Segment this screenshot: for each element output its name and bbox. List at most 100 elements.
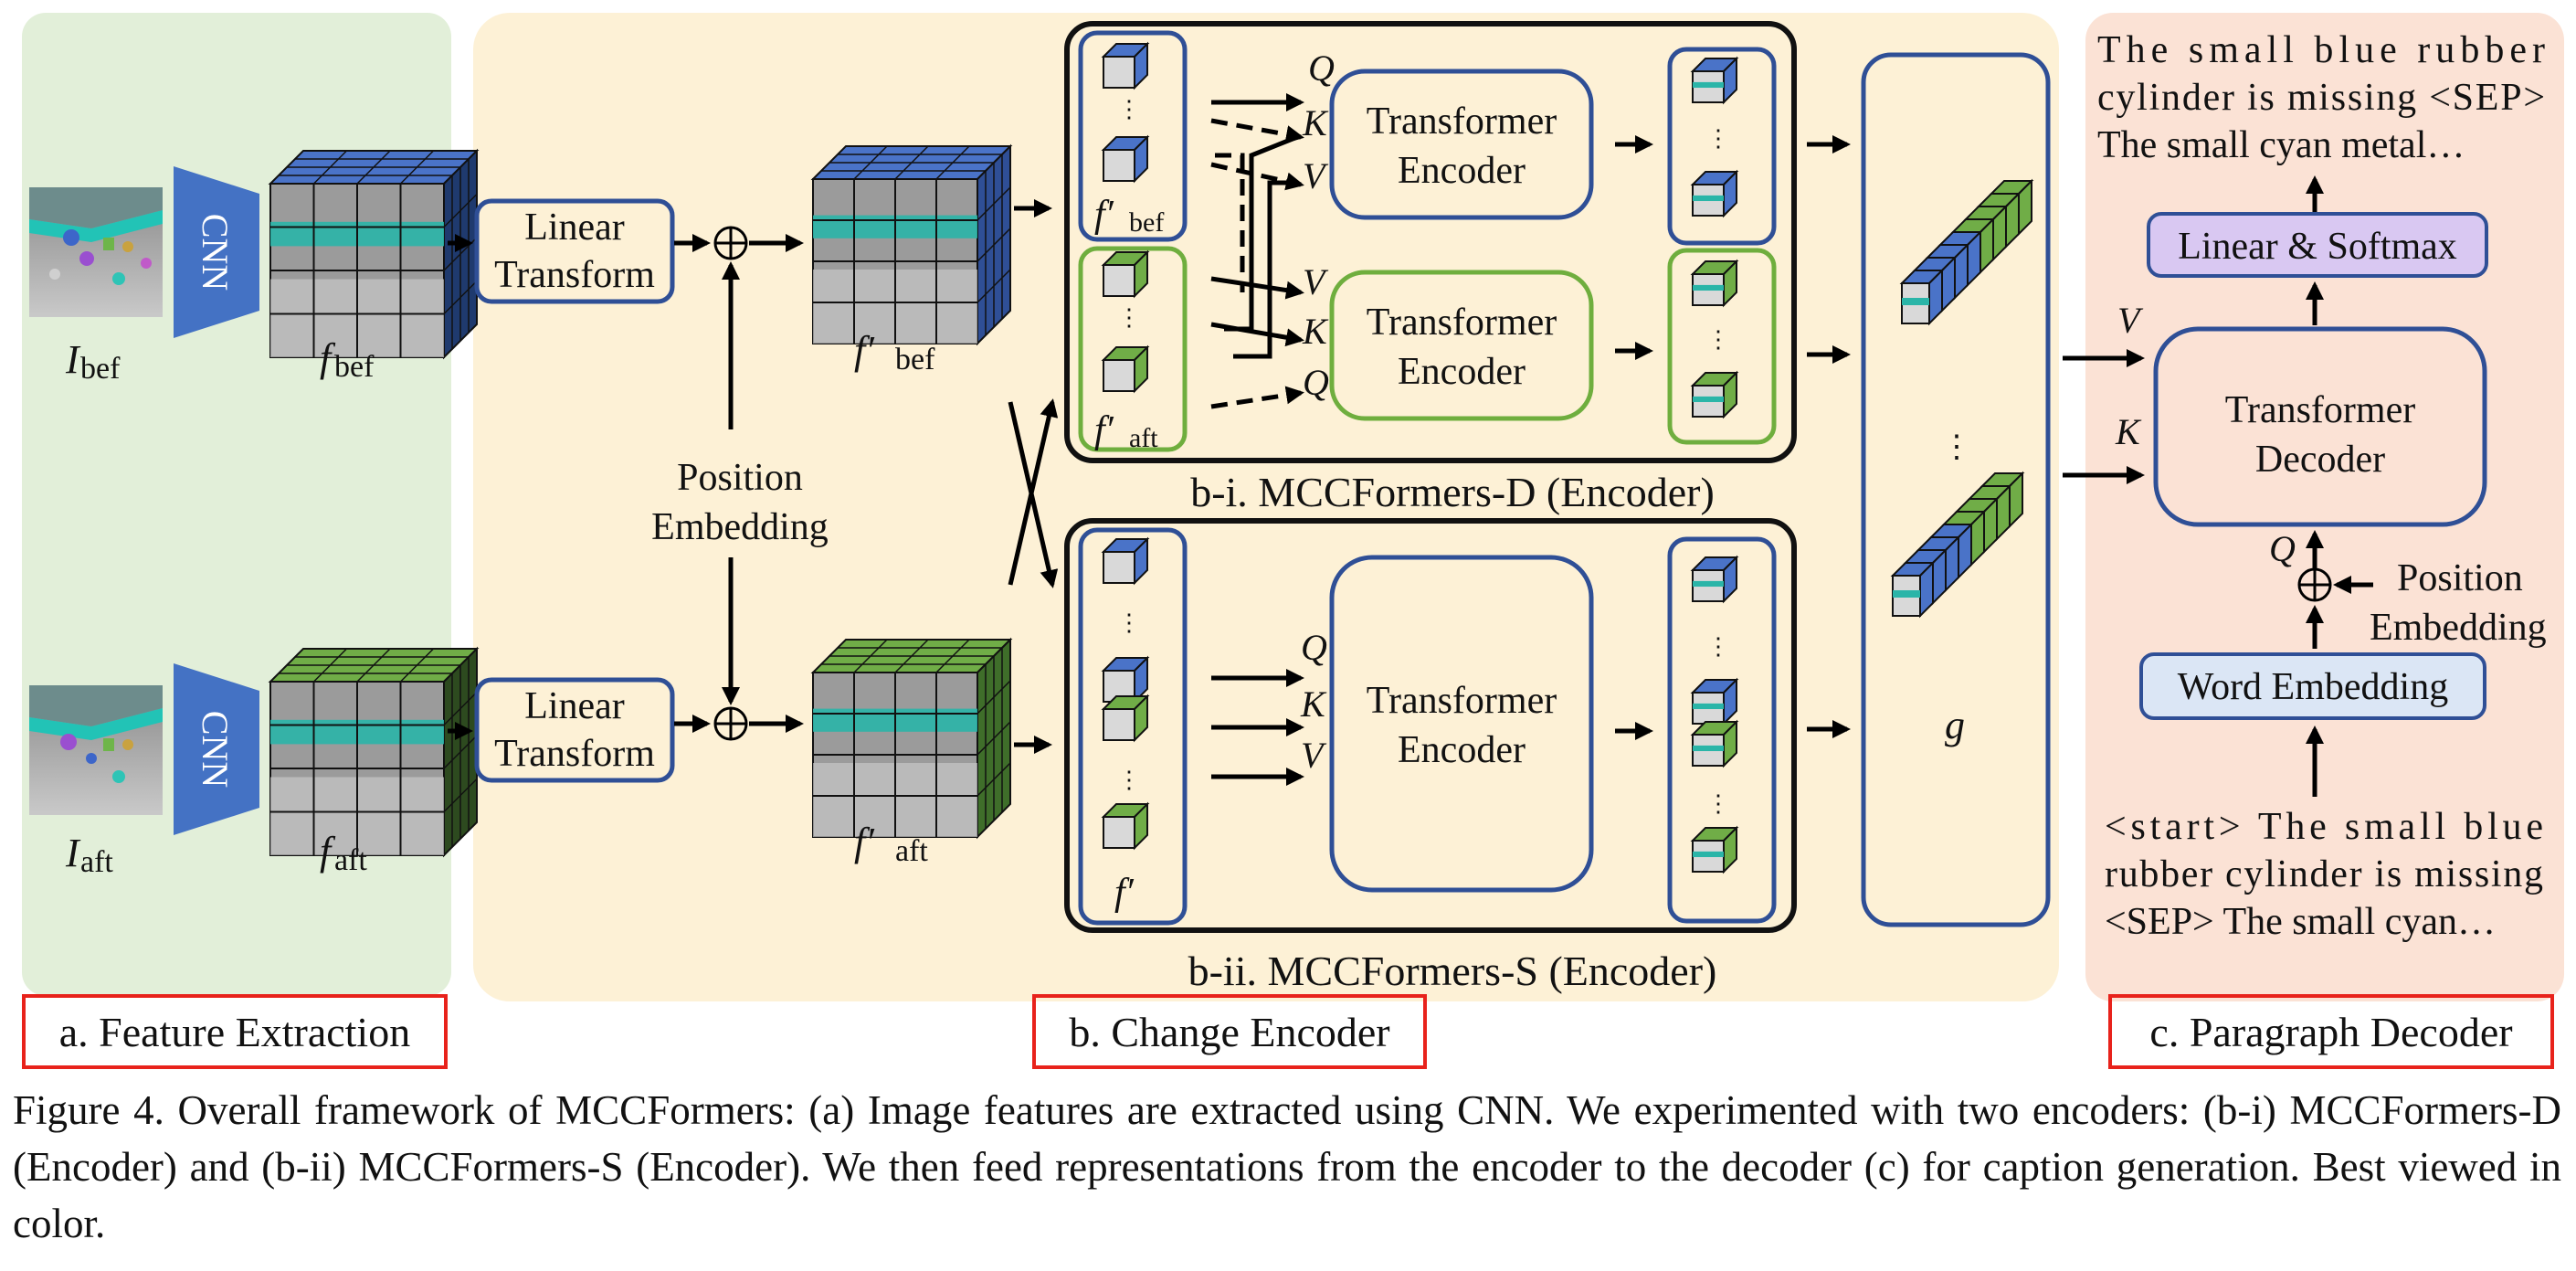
encoder-s-output xyxy=(1667,536,1777,924)
cnn-after-label: CNN xyxy=(195,711,236,788)
fprime-after-cube xyxy=(810,637,1013,840)
encoder-s-token-2 xyxy=(1101,655,1150,704)
d-wire-1 xyxy=(1224,134,1298,332)
encoder-d-out-token-before-2 xyxy=(1690,169,1739,218)
panel-c-label-text: c. Paragraph Decoder xyxy=(2149,1009,2512,1055)
decoder-v-label: V xyxy=(2117,300,2144,341)
encoder-d-top-line1: Transformer xyxy=(1367,101,1557,143)
decoder-add-icon xyxy=(2297,567,2332,602)
d-arrow-q-bottom xyxy=(1210,386,1304,409)
d-label-v-top: V xyxy=(1303,155,1329,196)
linear-transform-after-line2: Transform xyxy=(494,733,655,775)
d-wire-3 xyxy=(1215,153,1245,292)
encoder-d-token-before-1 xyxy=(1101,41,1150,90)
encoder-d-output-before xyxy=(1667,47,1777,246)
encoder-d-out-token-after-1 xyxy=(1690,259,1739,308)
after-feature-cube xyxy=(268,646,480,858)
encoder-d-out-token-before-1 xyxy=(1690,56,1739,105)
d-label-v-bottom: V xyxy=(1303,261,1329,302)
linear-transform-before: Linear Transform xyxy=(474,198,675,304)
position-embedding-encoder: Position Embedding xyxy=(651,457,829,548)
decoder-posemb-line2: Embedding xyxy=(2370,607,2547,649)
linear-transform-before-line1: Linear xyxy=(524,207,625,249)
after-image-subscript: aft xyxy=(80,845,113,879)
d-arrow-v-bottom xyxy=(1210,276,1304,300)
panel-a-label: a. Feature Extraction xyxy=(22,994,448,1069)
d-wire-2 xyxy=(1233,180,1297,359)
cnn-before-label: CNN xyxy=(195,214,236,291)
fprime-before-cube xyxy=(810,143,1013,346)
encoder-s-line2: Encoder xyxy=(1398,729,1526,771)
d-label-k-bottom: K xyxy=(1302,311,1329,352)
encoder-s-fprime: f′ xyxy=(1114,872,1135,914)
linear-transform-before-line2: Transform xyxy=(494,254,655,296)
encoder-d-transformer-top: Transformer Encoder xyxy=(1329,69,1594,220)
framework-diagram: a. Feature Extraction b. Change Encoder … xyxy=(22,13,2564,1069)
linear-transform-after-line1: Linear xyxy=(524,685,625,727)
encoder-s-out-token-1 xyxy=(1690,555,1739,604)
ellipsis-d-after: ⋮ xyxy=(1117,304,1141,331)
panel-b-label: b. Change Encoder xyxy=(1032,994,1427,1069)
decoder-q-label: Q xyxy=(2269,528,2296,569)
fprime-after-subscript: aft xyxy=(895,834,928,868)
s-label-q: Q xyxy=(1301,627,1327,668)
encoder-s-line1: Transformer xyxy=(1367,680,1557,722)
fprime-after-symbol: f′ xyxy=(854,820,875,864)
add-before-icon xyxy=(713,226,748,260)
encoder-d-output-after xyxy=(1667,248,1777,445)
d-label-k-top: K xyxy=(1302,102,1329,143)
linear-softmax-block: Linear & Softmax xyxy=(2147,212,2488,278)
encoder-d-fbef-subscript: bef xyxy=(1129,207,1164,238)
encoder-s-token-3 xyxy=(1101,694,1150,743)
cross-arrow-2 xyxy=(1008,398,1059,586)
ellipsis-s-2: ⋮ xyxy=(1117,767,1141,793)
encoder-d-top-line2: Encoder xyxy=(1398,150,1526,192)
encoder-d-title: b-i. MCCFormers-D (Encoder) xyxy=(1190,469,1715,515)
decoder-line2: Decoder xyxy=(2255,439,2385,481)
fprime-before-subscript: bef xyxy=(895,343,935,376)
encoder-s-transformer: Transformer Encoder xyxy=(1329,555,1594,893)
encoder-s-out-token-3 xyxy=(1690,719,1739,768)
encoder-d-bottom-line1: Transformer xyxy=(1367,302,1557,344)
word-embedding-label: Word Embedding xyxy=(2178,666,2448,708)
after-image-label: I aft xyxy=(65,831,113,879)
add-after-icon xyxy=(713,706,748,741)
encoder-s-out-token-2 xyxy=(1690,677,1739,726)
encoder-d-bottom-line2: Encoder xyxy=(1398,351,1526,393)
transformer-decoder-block: Transformer Decoder xyxy=(2153,326,2487,527)
encoder-s: ⋮ ⋮ f′ Q K V Transformer Encoder ⋮ ⋮ xyxy=(1064,518,1797,933)
encoder-s-title: b-ii. MCCFormers-S (Encoder) xyxy=(1188,948,1717,994)
decoder-k-label: K xyxy=(2115,411,2142,452)
d-label-q-bottom: Q xyxy=(1303,362,1329,403)
output-line-1: The small blue rubber xyxy=(2097,29,2545,71)
ellipsis-d-before: ⋮ xyxy=(1117,96,1141,122)
ellipsis-s-out-1: ⋮ xyxy=(1706,633,1730,660)
before-feature-cube xyxy=(268,148,480,360)
output-line-2: cylinder is missing <SEP> xyxy=(2097,77,2545,119)
input-line-3: <SEP> The small cyan… xyxy=(2105,901,2496,943)
encoder-d-token-after-2 xyxy=(1101,344,1150,394)
encoder-d-fbef-symbol: f′ xyxy=(1094,194,1114,236)
ellipsis-d-out-after: ⋮ xyxy=(1706,326,1730,353)
before-image xyxy=(29,187,163,317)
figure-caption: Figure 4. Overall framework of MCCFormer… xyxy=(13,1087,2561,1246)
linear-softmax-label: Linear & Softmax xyxy=(2178,226,2457,268)
ellipsis-s-1: ⋮ xyxy=(1117,609,1141,636)
panel-a-label-text: a. Feature Extraction xyxy=(59,1009,410,1055)
output-line-3: The small cyan metal… xyxy=(2097,124,2465,166)
decoder-line1: Transformer xyxy=(2225,389,2415,431)
ellipsis-d-out-before: ⋮ xyxy=(1706,125,1730,152)
cnn-after: CNN xyxy=(174,663,259,835)
encoder-d-out-token-after-2 xyxy=(1690,370,1739,419)
fprime-before-label: f′ bef xyxy=(854,328,935,376)
after-image-symbol: I xyxy=(65,831,81,875)
encoder-s-input xyxy=(1078,527,1188,926)
encoder-d-input-after xyxy=(1078,246,1188,452)
g-label: g xyxy=(1945,703,1965,747)
panel-b-label-text: b. Change Encoder xyxy=(1069,1009,1389,1055)
fused-feature-g: ⋮ g xyxy=(1861,52,2051,927)
after-feature-subscript: aft xyxy=(334,843,367,877)
ellipsis-s-out-2: ⋮ xyxy=(1706,790,1730,817)
encoder-s-token-1 xyxy=(1101,536,1150,586)
